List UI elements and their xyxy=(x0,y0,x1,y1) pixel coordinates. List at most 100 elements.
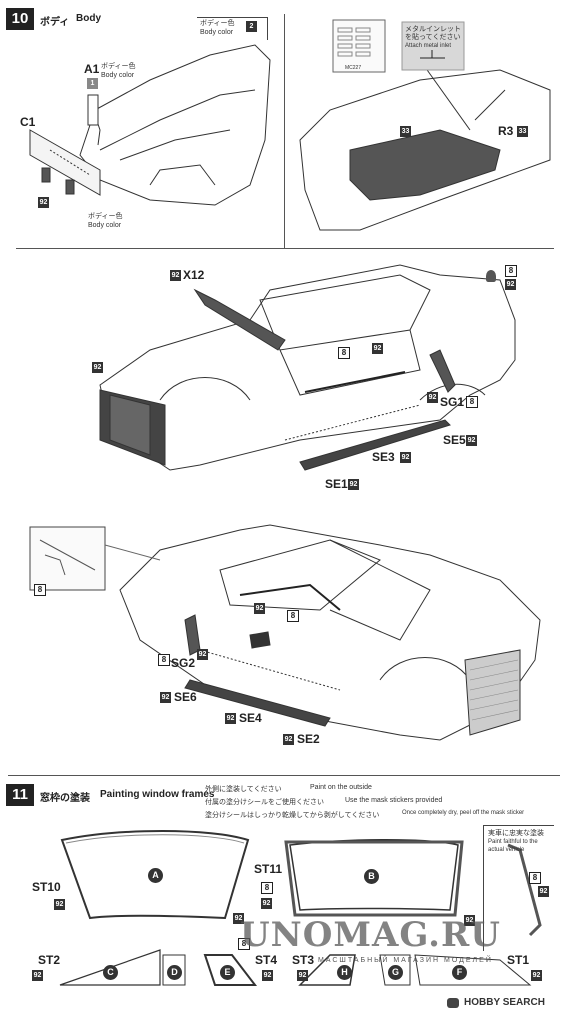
window-g-marker: G xyxy=(388,965,403,980)
body-shell-middle xyxy=(99,264,516,471)
st2-badge: 92 xyxy=(32,970,43,981)
lower-door-badge-8: 8 xyxy=(287,610,299,622)
step-11-number: 11 xyxy=(6,784,34,806)
metal-inlet-jp-2: を貼ってください xyxy=(405,33,461,41)
floor-badge: 33 xyxy=(400,126,411,137)
body-interior-top-right xyxy=(299,69,551,231)
st10-label: ST10 xyxy=(32,880,61,894)
window-h-shape xyxy=(298,954,356,986)
c1-grille xyxy=(29,129,101,196)
side-skirt-middle xyxy=(299,419,451,471)
st11-badge-92: 92 xyxy=(261,898,272,909)
body-color-note-box: ボディー色 Body color 2 xyxy=(197,17,268,40)
part-a1-color-en: Body color xyxy=(101,72,135,79)
se4-badge: 92 xyxy=(225,713,236,724)
lower-inset-badge: 8 xyxy=(34,584,46,596)
part-a1-badge: 1 xyxy=(87,78,98,89)
step-10-title-en: Body xyxy=(76,13,101,24)
window-b-shape xyxy=(289,839,459,911)
body-color-note-badge: 2 xyxy=(246,21,257,32)
window-d-shape xyxy=(162,954,186,986)
x12-strip xyxy=(193,288,286,351)
inlet-sheet-code: MC227 xyxy=(345,65,362,71)
divider-step10-top xyxy=(16,248,554,249)
mid-badge-8: 8 xyxy=(238,938,250,950)
window-a-badge: 92 xyxy=(233,913,244,924)
st4-badge: 92 xyxy=(262,970,273,981)
body-color-note-jp: ボディー色 xyxy=(200,19,235,27)
mid-roof-badge-8: 8 xyxy=(338,347,350,359)
se6-label: SE6 xyxy=(174,690,197,704)
body-shell-top-left xyxy=(79,44,271,206)
window-faithful-frame xyxy=(507,843,542,937)
st10-badge: 92 xyxy=(54,899,65,910)
part-c1-label: C1 xyxy=(20,115,36,129)
sg2-label: SG2 xyxy=(171,656,196,670)
window-e-shape xyxy=(203,954,258,986)
st3-label: ST3 xyxy=(292,953,315,967)
lower-door-badge-92: 92 xyxy=(254,603,265,614)
window-d-marker: D xyxy=(167,965,182,980)
sg1-window xyxy=(429,349,456,393)
sg2-badge-8: 8 xyxy=(158,654,170,666)
faithful-paint-jp: 実車に忠実な塗装 xyxy=(488,829,544,837)
se2-badge: 92 xyxy=(283,734,294,745)
bottom-body-color-en: Body color xyxy=(88,222,122,229)
st2-label: ST2 xyxy=(38,953,61,967)
sg1-label: SG1 xyxy=(440,395,465,409)
step-10-number: 10 xyxy=(6,8,34,30)
window-a-marker: A xyxy=(148,868,163,883)
step-11-title-en: Painting window frames xyxy=(100,789,215,800)
divider-step11 xyxy=(8,775,560,776)
part-a1-color-jp: ボディー色 xyxy=(101,62,136,70)
mid-topright-badge-8: 8 xyxy=(505,265,517,277)
sg1-badge-8: 8 xyxy=(466,396,478,408)
sg2-badge-92: 92 xyxy=(197,649,208,660)
se3-badge: 92 xyxy=(400,452,411,463)
se3-label: SE3 xyxy=(372,450,395,464)
rear-grille-lower xyxy=(464,649,521,736)
window-a-shape xyxy=(60,830,250,920)
faithful-paint-box: 実車に忠実な塗装 Paint faithful to the actual ve… xyxy=(483,825,554,951)
note-3-jp: 塗分けシールはしっかり乾燥してから剥がしてください xyxy=(205,811,380,819)
se6-badge: 92 xyxy=(160,692,171,703)
st11-badge-8: 8 xyxy=(261,882,273,894)
hobby-search-logo-icon xyxy=(447,998,459,1008)
faithful-badge-8: 8 xyxy=(529,872,541,884)
part-r3-badge: 33 xyxy=(517,126,528,137)
window-b-marker: B xyxy=(364,869,379,884)
watermark-subtext: МАСШТАБНЫЙ МАГАЗИН МОДЕЛЕЙ xyxy=(318,957,493,964)
se4-label: SE4 xyxy=(239,711,262,725)
floor-panel xyxy=(349,129,501,201)
divider-step10-vertical xyxy=(284,14,285,248)
faithful-badge-92: 92 xyxy=(538,886,549,897)
st1-badge: 92 xyxy=(531,970,542,981)
st11-label: ST11 xyxy=(254,862,283,876)
body-color-note-en: Body color xyxy=(200,29,234,36)
window-c-marker: C xyxy=(103,965,118,980)
part-a1-label: A1 xyxy=(84,62,100,76)
mid-roof-badge-92: 92 xyxy=(372,343,383,354)
se1-badge: 92 xyxy=(348,479,359,490)
se1-label: SE1 xyxy=(325,477,348,491)
sg1-badge-92: 92 xyxy=(427,392,438,403)
window-b-badge: 92 xyxy=(464,915,475,926)
st1-label: ST1 xyxy=(507,953,530,967)
window-h-marker: H xyxy=(337,965,352,980)
window-f-shape xyxy=(414,954,532,986)
rivet-icon xyxy=(486,270,496,282)
step-11-title-jp: 窓枠の塗装 xyxy=(40,793,90,804)
x12-badge: 92 xyxy=(170,270,181,281)
metal-inlet-jp-1: メタルインレット xyxy=(405,25,461,33)
side-skirt-lower xyxy=(184,679,331,727)
se2-label: SE2 xyxy=(297,732,320,746)
note-1-en: Paint on the outside xyxy=(310,784,372,791)
x12-label: X12 xyxy=(183,268,205,282)
bottom-body-color-jp: ボディー色 xyxy=(88,212,123,220)
step-10-title-jp: ボディ xyxy=(40,17,70,28)
se5-badge: 92 xyxy=(466,435,477,446)
window-e-marker: E xyxy=(220,965,235,980)
hobby-search-credit: HOBBY SEARCH xyxy=(464,997,545,1008)
part-c1-badge: 92 xyxy=(38,197,49,208)
